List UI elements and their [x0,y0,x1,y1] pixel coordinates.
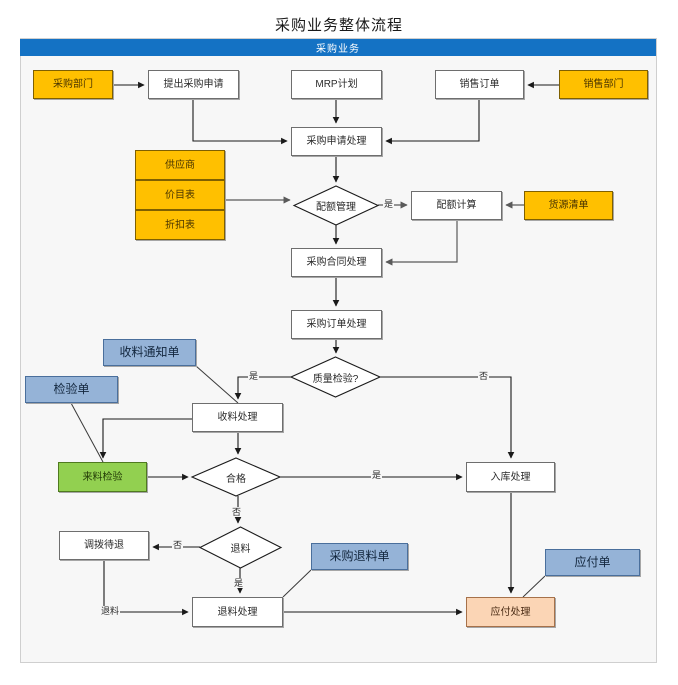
node-purchasing-dept[interactable]: 采购部门 [33,70,113,99]
node-label-contract-process: 采购合同处理 [306,257,367,268]
edge-label-qualified-yes: 是 [371,470,383,480]
node-contract-process[interactable]: 采购合同处理 [291,248,382,277]
node-label-mrp-plan: MRP计划 [315,79,358,90]
node-receiving-process[interactable]: 收料处理 [192,403,283,432]
edge-label-return-yes: 是 [233,578,245,588]
node-label-quota-calculation: 配额计算 [436,200,477,211]
node-label-price-list: 价目表 [165,189,195,201]
node-label-warehousing-process: 入库处理 [490,471,531,483]
node-source-list[interactable]: 货源清单 [524,191,613,220]
node-payable-doc[interactable]: 应付单 [545,549,640,576]
node-label-receiving-process: 收料处理 [217,412,258,423]
node-warehousing-process[interactable]: 入库处理 [466,462,555,492]
page-title: 采购业务整体流程 [274,18,403,34]
node-inspection-doc[interactable]: 检验单 [25,376,118,403]
node-label-source-list: 货源清单 [548,200,589,211]
node-po-process[interactable]: 采购订单处理 [291,310,382,339]
edge-label-quality-yes: 是 [248,371,260,381]
node-label-payable-process: 应付处理 [490,606,531,618]
node-discount-list[interactable]: 折扣表 [135,210,225,240]
node-quota-calculation[interactable]: 配额计算 [411,191,502,220]
node-label-requisition-process: 采购申请处理 [306,136,367,147]
node-label-payable-doc: 应付单 [574,554,611,569]
decision-qualified[interactable] [190,457,282,497]
node-return-process[interactable]: 退料处理 [192,597,283,627]
node-label-receipt-notice-doc: 收料通知单 [119,344,180,359]
node-raise-requisition[interactable]: 提出采购申请 [148,70,239,99]
node-sales-dept[interactable]: 销售部门 [559,70,648,99]
node-label-return-doc: 采购退料单 [329,548,390,563]
node-supplier[interactable]: 供应商 [135,150,225,180]
edge-label-return-no: 否 [172,540,184,550]
node-label-sales-dept: 销售部门 [583,79,624,90]
node-label-transfer-pending: 调拨待退 [84,540,124,551]
node-sales-order[interactable]: 销售订单 [435,70,524,99]
decision-quality-check[interactable] [289,356,382,398]
node-requisition-process[interactable]: 采购申请处理 [291,127,382,156]
swimlane-header: 采购业务 [20,39,656,56]
node-receipt-notice-doc[interactable]: 收料通知单 [103,339,196,366]
node-payable-process[interactable]: 应付处理 [466,597,555,627]
node-label-po-process: 采购订单处理 [306,319,367,330]
node-transfer-pending[interactable]: 调拨待退 [59,531,149,560]
edge-label-transfer-return: 退料 [100,606,121,616]
node-label-inspection-doc: 检验单 [53,381,90,396]
node-mrp-plan[interactable]: MRP计划 [291,70,382,99]
edge-label-quality-no: 否 [478,371,490,381]
node-label-purchasing-dept: 采购部门 [53,79,93,90]
node-label-return-process: 退料处理 [217,606,258,618]
decision-quota-management[interactable] [292,185,380,226]
node-label-discount-list: 折扣表 [165,219,195,231]
node-incoming-inspection[interactable]: 来料检验 [58,462,147,492]
node-price-list[interactable]: 价目表 [135,180,225,210]
node-return-doc[interactable]: 采购退料单 [311,543,408,570]
decision-return-decision[interactable] [198,526,283,569]
edge-label-qualified-no: 否 [231,507,243,517]
node-label-supplier: 供应商 [165,159,195,171]
node-label-sales-order: 销售订单 [459,79,500,90]
edge-label-quota-yes: 是 [383,199,395,209]
node-label-raise-requisition: 提出采购申请 [163,79,224,90]
node-label-incoming-inspection: 来料检验 [82,471,123,483]
